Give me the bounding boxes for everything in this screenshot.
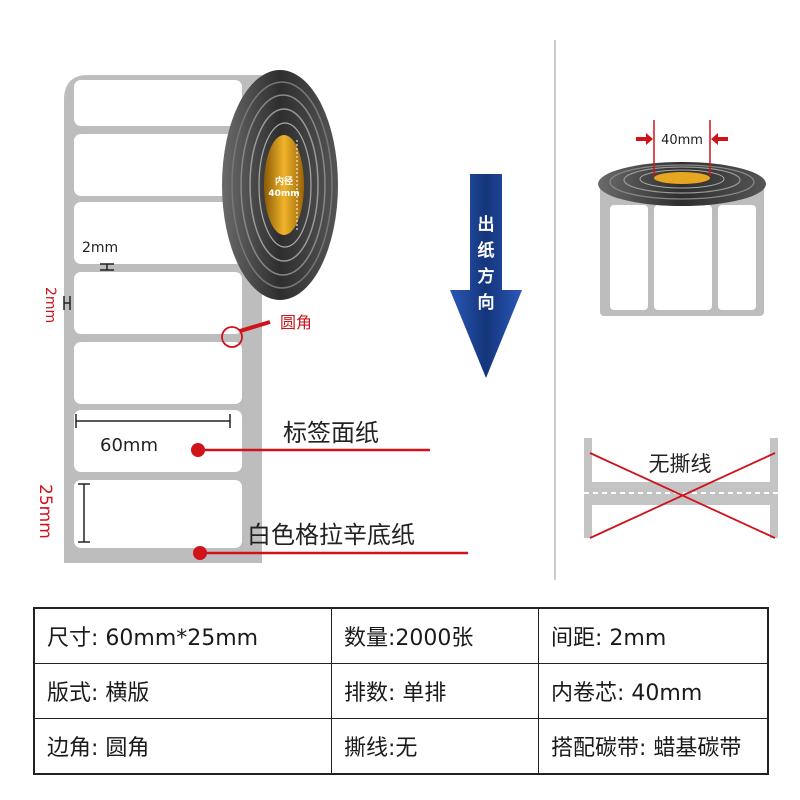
- spec-core: 内卷芯: 40mm: [538, 663, 769, 719]
- spec-rows: 排数: 单排: [331, 663, 539, 719]
- label-roll-diagram: 内径 40mm 2mm 2mm 圆角 60mm 标签面纸 25mm: [35, 40, 778, 580]
- backing-paper-callout: 白色格拉辛底纸: [193, 521, 468, 560]
- gap-marker-horizontal: 2mm: [82, 240, 118, 271]
- front-core: [654, 172, 710, 184]
- width-dimension: 60mm: [75, 414, 231, 456]
- height-dimension: 25mm: [35, 483, 90, 543]
- direction-char-1: 出: [478, 214, 495, 235]
- no-perforation-panel: 无撕线: [584, 438, 778, 539]
- spec-ribbon: 搭配碳带: 蜡基碳带: [538, 718, 769, 775]
- label-roll: 内径 40mm: [222, 70, 338, 300]
- gap-horizontal-label: 2mm: [82, 240, 118, 256]
- feed-direction-arrow: 出 纸 方 向: [450, 174, 522, 378]
- spec-corner: 边角: 圆角: [33, 718, 332, 775]
- gap-marker-vertical: 2mm: [42, 287, 71, 323]
- roll-front-view: 40mm: [598, 120, 766, 316]
- backing-paper-strip: [64, 75, 262, 563]
- no-perforation-label: 无撕线: [649, 452, 712, 476]
- width-label: 60mm: [100, 435, 158, 456]
- roll-core: [264, 135, 304, 235]
- round-corner-label: 圆角: [280, 313, 312, 332]
- label-paper-label: 标签面纸: [283, 419, 379, 447]
- height-label: 25mm: [35, 484, 55, 539]
- spec-row: 边角: 圆角 撕线:无 搭配碳带: 蜡基碳带: [33, 718, 769, 775]
- label-3: [74, 202, 242, 264]
- direction-char-2: 纸: [478, 240, 495, 261]
- label-1: [74, 80, 242, 126]
- spec-table: 尺寸: 60mm*25mm 数量:2000张 间距: 2mm 版式: 横版 排数…: [33, 607, 769, 775]
- label-5: [74, 342, 242, 404]
- spec-gap: 间距: 2mm: [538, 607, 769, 664]
- label-7: [74, 480, 242, 548]
- direction-char-4: 向: [478, 292, 495, 313]
- spec-layout: 版式: 横版: [33, 663, 332, 719]
- spec-row: 尺寸: 60mm*25mm 数量:2000张 间距: 2mm: [33, 607, 769, 664]
- spec-perforation: 撕线:无: [331, 718, 539, 775]
- spec-size: 尺寸: 60mm*25mm: [33, 607, 332, 664]
- spec-row: 版式: 横版 排数: 单排 内卷芯: 40mm: [33, 663, 769, 719]
- gap-vertical-label: 2mm: [42, 287, 58, 323]
- label-paper-callout: 标签面纸: [191, 419, 430, 457]
- spec-quantity: 数量:2000张: [331, 607, 539, 664]
- label-4: [74, 272, 242, 334]
- core-inner-label: 内径: [275, 175, 293, 187]
- label-2: [74, 134, 242, 196]
- direction-char-3: 方: [478, 266, 495, 287]
- core-size-label: 40mm: [268, 189, 299, 199]
- backing-paper-label: 白色格拉辛底纸: [247, 521, 415, 549]
- core-dim-label: 40mm: [661, 133, 703, 148]
- round-corner-callout: 圆角: [221, 313, 312, 348]
